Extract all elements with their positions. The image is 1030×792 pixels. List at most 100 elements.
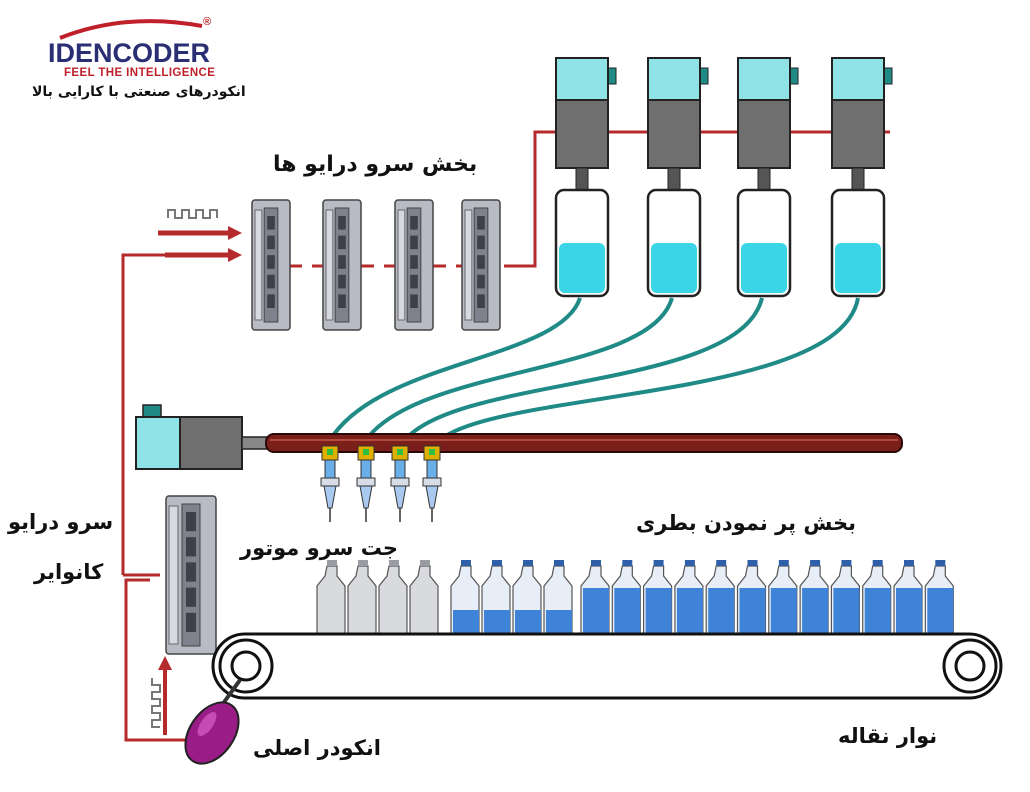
nozzle-ring-2 — [356, 477, 376, 487]
bottle-fill-10 — [614, 588, 641, 633]
motor-body-1 — [555, 99, 609, 169]
bottle-1 — [316, 565, 346, 635]
encoder-highlight — [197, 712, 217, 736]
bottle-fill-5 — [453, 610, 479, 633]
bottle-fill-20 — [927, 588, 954, 633]
servo-drive-slot-2-0 — [338, 216, 346, 230]
encoder-shaft — [220, 678, 242, 707]
pulse-train-top — [167, 209, 218, 219]
servo-drive-side-3 — [397, 209, 406, 321]
nozzle-tip-4 — [425, 485, 439, 509]
encoder-body — [184, 701, 240, 765]
motor-connector — [142, 404, 162, 418]
bottle-fill-18 — [864, 588, 891, 633]
conveyor-belt — [211, 632, 1003, 700]
nozzle-ring-3 — [390, 477, 410, 487]
bottle-cap-18 — [872, 560, 883, 566]
label-conveyor-servo-drive-line1: سرو درایو — [8, 510, 114, 534]
logo-swoosh — [59, 19, 203, 40]
bottle-cap-1 — [327, 560, 337, 566]
nozzle-body-3 — [394, 459, 406, 479]
motor-body-4 — [831, 99, 885, 169]
motor-body-2 — [647, 99, 701, 169]
tank-liquid-4 — [835, 243, 881, 293]
motor-head-1 — [555, 57, 609, 101]
nozzle-led-3 — [397, 449, 403, 455]
label-bottle-filling-section: بخش پر نمودن بطری — [636, 511, 857, 535]
servo-drive-slot-2-2 — [338, 255, 346, 269]
bottle-cap-20 — [935, 560, 946, 566]
servo-drive-side-4 — [464, 209, 473, 321]
nozzle-ring-1 — [320, 477, 340, 487]
bottle-2 — [347, 565, 377, 635]
logo-tagline: FEEL THE INTELLIGENCE — [64, 67, 216, 79]
bottle-cap-6 — [492, 560, 502, 566]
bottles — [316, 560, 954, 635]
bottle-fill-15 — [770, 588, 797, 633]
servo-drive-slot-conveyor-4 — [186, 612, 196, 632]
tank-liquid-2 — [651, 243, 697, 293]
servo-drive-slot-conveyor-1 — [186, 537, 196, 557]
bottle-cap-15 — [778, 560, 789, 566]
servo-drive-slot-1-0 — [267, 216, 275, 230]
bottle-4 — [409, 565, 439, 635]
servo-drive-slot-conveyor-2 — [186, 562, 196, 582]
conveyor-servo-drive — [165, 495, 217, 655]
servo-drive-slot-4-4 — [477, 294, 485, 308]
nozzle-tip-1 — [323, 485, 337, 509]
bottle-cap-7 — [523, 560, 533, 566]
bottle-cap-19 — [904, 560, 914, 566]
motor-body-3 — [737, 99, 791, 169]
servo-drive-slot-conveyor-0 — [186, 512, 196, 532]
bottle-fill-8 — [546, 610, 572, 633]
hose-1 — [328, 297, 582, 442]
label-conveyor-servo-drive-line2: کانوایر — [34, 560, 104, 584]
pulse-signal — [151, 209, 242, 735]
servo-drive-slot-3-0 — [410, 216, 418, 230]
pulse-train-left — [151, 678, 161, 728]
servo-drive-slot-3-3 — [410, 274, 418, 289]
servo-drive-slot-1-1 — [267, 235, 275, 250]
tank-liquid-1 — [559, 243, 605, 293]
bottle-cap-10 — [622, 560, 633, 566]
bottle-fill-9 — [583, 588, 609, 633]
nozzle-body-4 — [426, 459, 438, 479]
logo-wordmark: IDENCODER — [48, 38, 211, 68]
bottle-cap-12 — [684, 560, 695, 566]
servo-drive-slot-4-2 — [477, 255, 485, 269]
bottle-cap-5 — [461, 560, 471, 566]
servo-drives — [251, 199, 501, 331]
servo-drive-side-1 — [254, 209, 263, 321]
motor-head — [135, 416, 181, 470]
motor-head-4 — [831, 57, 885, 101]
registered-mark: ® — [203, 16, 212, 28]
nozzle-ring-4 — [422, 477, 442, 487]
bottle-cap-4 — [420, 560, 430, 566]
servo-drive-slot-2-3 — [338, 274, 346, 289]
bottle-cap-11 — [653, 560, 664, 566]
bottle-cap-2 — [358, 560, 368, 566]
master-encoder — [184, 678, 242, 765]
bottle-cap-3 — [389, 560, 399, 566]
tank-liquid-3 — [741, 243, 787, 293]
servo-drive-slot-4-1 — [477, 235, 485, 250]
bottle-cap-16 — [810, 560, 821, 566]
bottle-fill-19 — [896, 588, 922, 633]
nozzle-led-2 — [363, 449, 369, 455]
servo-motors — [554, 57, 893, 298]
motor-shaft-2 — [667, 167, 681, 191]
servo-drive-slot-3-2 — [410, 255, 418, 269]
hose-3 — [403, 297, 764, 442]
nozzle-led-1 — [327, 449, 333, 455]
hoses — [328, 297, 860, 442]
bottle-cap-8 — [554, 560, 564, 566]
pulse-arrowhead-up — [158, 656, 172, 670]
servo-drive-slot-1-3 — [267, 274, 275, 289]
motor-shaft-4 — [851, 167, 865, 191]
wire-left-bus — [121, 253, 165, 575]
belt-body — [211, 632, 1003, 700]
label-jet-servo-motor: جت سرو موتور — [240, 536, 399, 560]
motor-head-3 — [737, 57, 791, 101]
motor-head-2 — [647, 57, 701, 101]
servo-drive-slot-conveyor-3 — [186, 587, 196, 607]
